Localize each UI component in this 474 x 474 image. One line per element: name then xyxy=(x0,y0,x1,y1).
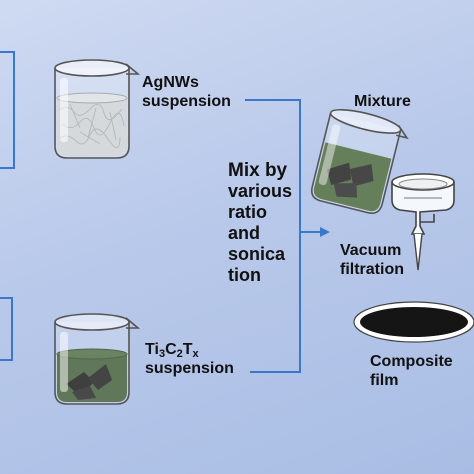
composite-film-icon xyxy=(353,301,474,343)
vacuum-label-line2: filtration xyxy=(340,261,404,278)
t-subscript: x xyxy=(192,348,199,360)
c-symbol: C xyxy=(165,341,177,358)
mixture-label: Mixture xyxy=(354,92,411,111)
agnws-to-mix-line xyxy=(245,99,301,232)
composite-film-label: Composite film xyxy=(370,352,453,390)
mix-label-line2: various xyxy=(228,181,293,201)
mix-step-label: Mix by various ratio and sonica tion xyxy=(228,160,308,286)
ti3c2tx-formula: Ti3C2Tx xyxy=(145,340,234,360)
ti3c2tx-label-line2: suspension xyxy=(145,360,234,377)
mix-label-line1: Mix by xyxy=(228,160,288,181)
mixture-beaker-icon xyxy=(310,108,409,214)
agnws-label-line1: AgNWs xyxy=(142,74,199,91)
agnws-label: AgNWs suspension xyxy=(142,73,231,111)
mix-label-line3: ratio xyxy=(228,202,268,222)
left-bottom-bracket xyxy=(0,297,13,361)
ti-symbol: Ti xyxy=(145,341,159,358)
t-symbol: T xyxy=(182,341,193,358)
agnws-label-line2: suspension xyxy=(142,93,231,110)
connector-lines xyxy=(0,51,322,373)
ti-to-mix-line xyxy=(250,232,301,373)
composite-label-line2: film xyxy=(370,372,399,389)
mixture-label-text: Mixture xyxy=(354,93,411,110)
vacuum-filter-icon xyxy=(391,173,455,271)
mix-label-line5: sonica xyxy=(228,244,286,264)
composite-label-line1: Composite xyxy=(370,353,453,370)
ti3c2tx-label: Ti3C2Tx suspension xyxy=(145,340,234,378)
left-top-bracket xyxy=(0,51,15,169)
c-subscript: 2 xyxy=(176,348,183,360)
ti-subscript: 3 xyxy=(158,348,166,360)
vacuum-label-line1: Vacuum xyxy=(340,242,402,259)
vacuum-filtration-label: Vacuum filtration xyxy=(340,241,404,279)
ti3c2tx-beaker-icon xyxy=(54,313,141,405)
mix-label-line6: tion xyxy=(228,265,261,285)
mix-label-line4: and xyxy=(228,223,261,243)
agnws-beaker-icon xyxy=(54,59,141,159)
arrow-head-icon xyxy=(320,227,330,237)
